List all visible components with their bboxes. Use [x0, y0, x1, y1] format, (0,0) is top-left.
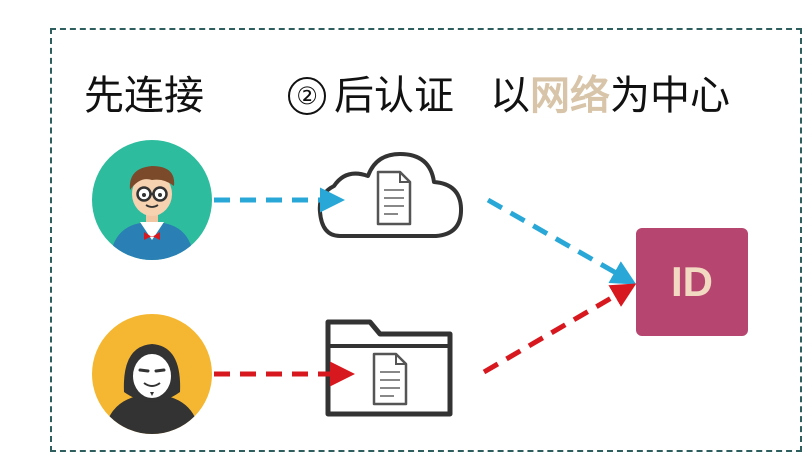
step-number-badge: ②	[288, 77, 326, 115]
blue-arrow-cloud-to-id	[486, 197, 637, 285]
network-centric-heading: 以网络为中心	[490, 72, 730, 120]
suffix-label: 为中心	[610, 73, 730, 119]
cloud-document-icon	[317, 152, 464, 238]
prefix-label: 以	[490, 73, 530, 119]
anonymous-mask-icon	[92, 314, 212, 434]
diagram-frame	[50, 28, 802, 452]
red-arrow-folder-to-id	[482, 283, 637, 375]
connect-first-label: 先连接	[84, 73, 204, 119]
id-box: ID	[636, 228, 748, 336]
folder-document-icon	[325, 319, 453, 417]
network-highlight-label: 网络	[530, 73, 610, 119]
auth-after-label: 后认证	[334, 73, 454, 119]
user-with-glasses-icon	[92, 140, 212, 260]
